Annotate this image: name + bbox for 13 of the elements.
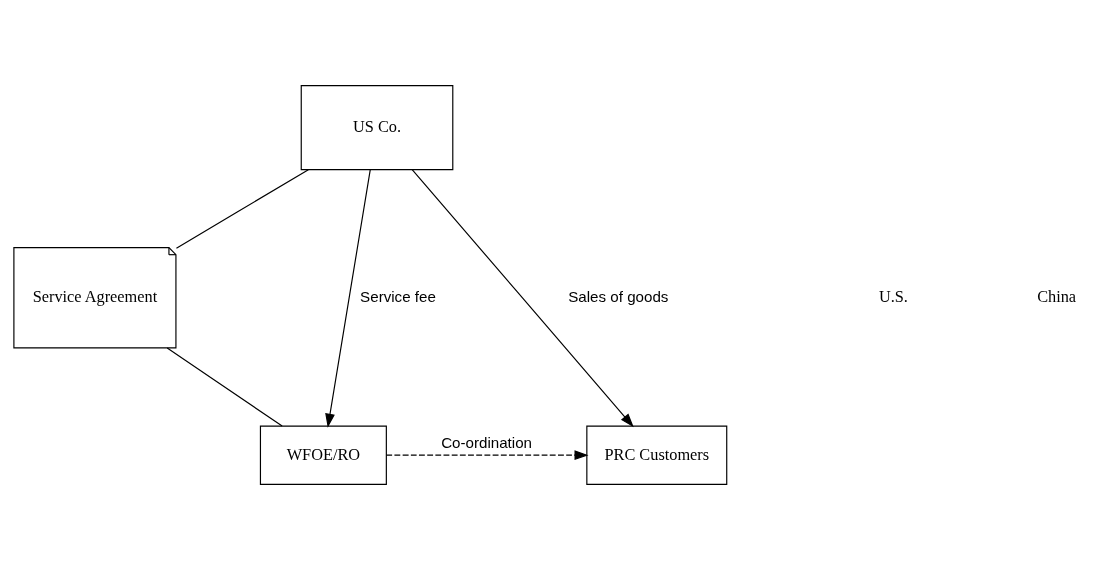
connector bbox=[166, 346, 283, 427]
edge-label: Co-ordination bbox=[441, 433, 533, 450]
arrow bbox=[385, 449, 589, 460]
node-box: US Co. bbox=[300, 84, 454, 170]
node-box: PRC Customers bbox=[586, 424, 728, 485]
label: China bbox=[1037, 286, 1077, 306]
arrow bbox=[325, 168, 371, 428]
connector bbox=[175, 168, 309, 249]
edge-label: Service fee bbox=[360, 287, 436, 305]
edge-label: Sales of goods bbox=[568, 287, 669, 305]
label: U.S. bbox=[878, 286, 908, 306]
node-box: WFOE/RO bbox=[259, 424, 387, 485]
arrow bbox=[411, 168, 634, 427]
